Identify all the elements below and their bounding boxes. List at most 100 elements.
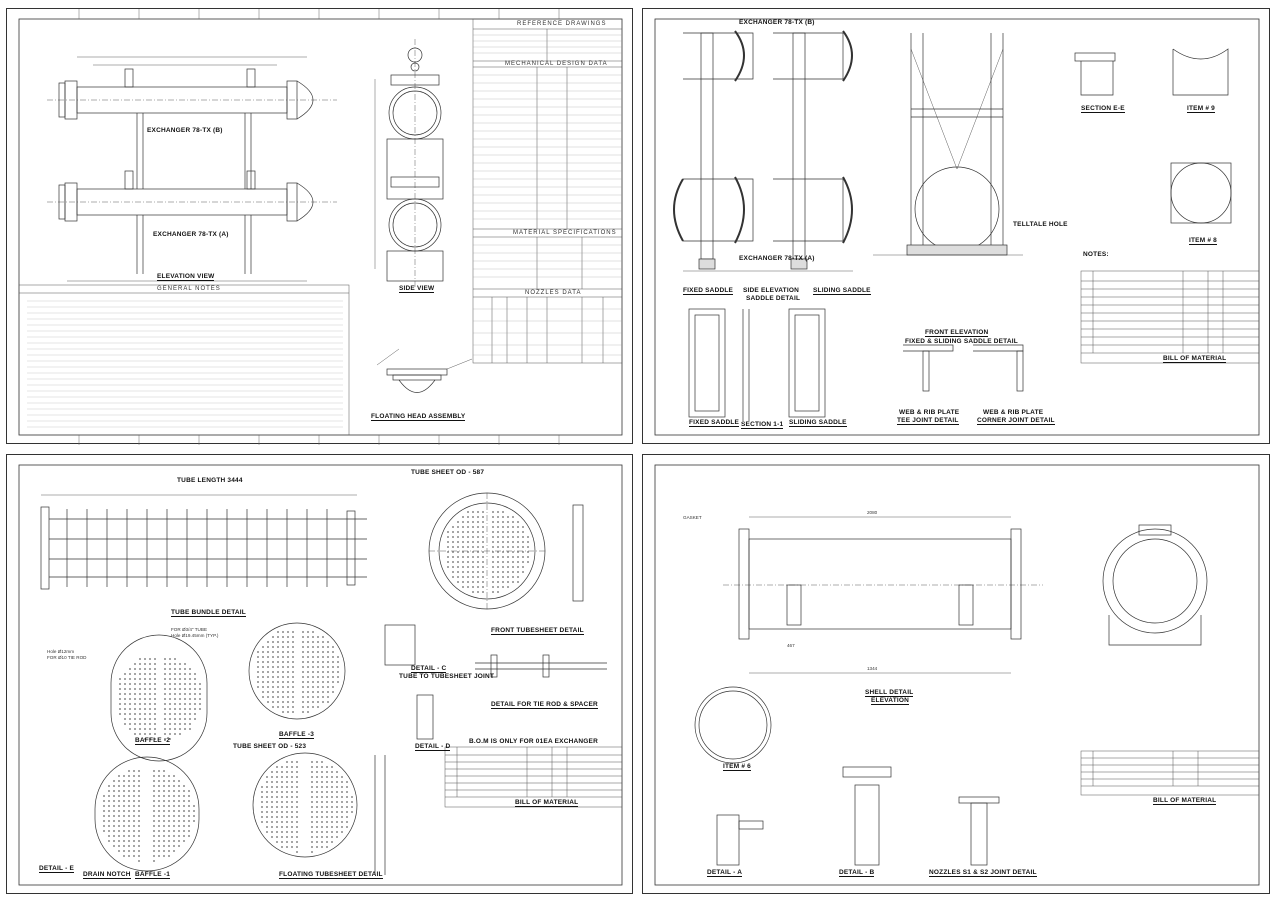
tube-hole-dot	[173, 810, 175, 812]
tube-hole-dot	[123, 850, 125, 852]
tube-hole-dot	[123, 780, 125, 782]
label-web-rib-tee: WEB & RIB PLATE	[899, 409, 960, 416]
tube-hole-dot	[302, 671, 304, 673]
tube-hole-dot	[292, 706, 294, 708]
tube-hole-dot	[188, 830, 190, 832]
tube-hole-dot	[311, 811, 313, 813]
tube-hole-dot	[178, 830, 180, 832]
tube-hole-dot	[452, 561, 454, 563]
tube-hole-dot	[164, 738, 166, 740]
tube-hole-dot	[189, 718, 191, 720]
tube-hole-dot	[462, 566, 464, 568]
label-for-tube: FOR Ø3/4" TUBE	[171, 627, 208, 632]
tube-hole-dot	[163, 820, 165, 822]
tube-hole-dot	[507, 531, 509, 533]
tube-hole-dot	[497, 511, 499, 513]
tube-hole-dot	[482, 551, 484, 553]
label-s2-bill-of-material: BILL OF MATERIAL	[1163, 355, 1227, 363]
tube-hole-dot	[134, 693, 136, 695]
tube-hole-dot	[507, 536, 509, 538]
tube-hole-dot	[262, 686, 264, 688]
tube-hole-dot	[447, 541, 449, 543]
tube-hole-dot	[118, 775, 120, 777]
tube-hole-dot	[472, 516, 474, 518]
tube-hole-dot	[522, 556, 524, 558]
tube-hole-dot	[158, 840, 160, 842]
tube-hole-dot	[337, 671, 339, 673]
tube-hole-dot	[281, 841, 283, 843]
tube-hole-dot	[149, 733, 151, 735]
tube-hole-dot	[163, 775, 165, 777]
tube-hole-dot	[158, 850, 160, 852]
tube-hole-dot	[194, 673, 196, 675]
tube-hole-dot	[282, 646, 284, 648]
tube-hole-dot	[276, 801, 278, 803]
tube-hole-dot	[296, 786, 298, 788]
tube-hole-dot	[276, 791, 278, 793]
tube-hole-dot	[118, 850, 120, 852]
tube-hole-dot	[332, 646, 334, 648]
tube-hole-dot	[507, 521, 509, 523]
tube-hole-dot	[517, 526, 519, 528]
tube-hole-dot	[271, 801, 273, 803]
tube-hole-dot	[467, 561, 469, 563]
tube-hole-dot	[331, 821, 333, 823]
drawing-sheet-tube-bundle: TUBE LENGTH 3444 TUBE SHEET OD - 587 TUB…	[6, 454, 633, 894]
tube-hole-dot	[129, 678, 131, 680]
tube-hole-dot	[108, 795, 110, 797]
tube-hole-dot	[287, 656, 289, 658]
tube-hole-dot	[188, 810, 190, 812]
tube-hole-dot	[291, 776, 293, 778]
label-detail-c: DETAIL - C	[411, 665, 447, 673]
label-front-elevation: FRONT ELEVATION	[925, 329, 989, 337]
tube-hole-dot	[178, 825, 180, 827]
tube-hole-dot	[332, 656, 334, 658]
tube-hole-dot	[492, 576, 494, 578]
tube-hole-dot	[282, 706, 284, 708]
tube-hole-dot	[128, 835, 130, 837]
label-tie-rod: FOR Ø10 TIE ROD	[47, 655, 87, 660]
tube-hole-dot	[144, 728, 146, 730]
tube-hole-dot	[346, 816, 348, 818]
tube-hole-dot	[139, 668, 141, 670]
tube-hole-dot	[266, 821, 268, 823]
tube-hole-dot	[346, 811, 348, 813]
tube-hole-dot	[462, 586, 464, 588]
tube-hole-dot	[118, 820, 120, 822]
tube-hole-dot	[183, 810, 185, 812]
tube-hole-dot	[282, 631, 284, 633]
tube-hole-dot	[322, 641, 324, 643]
tube-hole-dot	[282, 701, 284, 703]
tube-hole-dot	[179, 668, 181, 670]
item-6-drawing	[694, 686, 772, 764]
tube-hole-dot	[472, 591, 474, 593]
tube-hole-dot	[322, 656, 324, 658]
tube-hole-dot	[522, 561, 524, 563]
tube-hole-dot	[168, 775, 170, 777]
tube-hole-dot	[317, 676, 319, 678]
tube-hole-dot	[292, 691, 294, 693]
tube-hole-dot	[302, 701, 304, 703]
tube-hole-dot	[502, 546, 504, 548]
tube-hole-dot	[322, 676, 324, 678]
tube-hole-dot	[149, 738, 151, 740]
tube-hole-dot	[129, 693, 131, 695]
tube-hole-dot	[153, 815, 155, 817]
tube-hole-dot	[326, 816, 328, 818]
tube-hole-dot	[129, 673, 131, 675]
tube-hole-dot	[118, 825, 120, 827]
tube-hole-dot	[522, 531, 524, 533]
tube-hole-dot	[123, 820, 125, 822]
tube-hole-dot	[272, 701, 274, 703]
tube-hole-dot	[346, 801, 348, 803]
tube-hole-dot	[302, 666, 304, 668]
tube-hole-dot	[158, 825, 160, 827]
tube-hole-dot	[281, 796, 283, 798]
label-fixed-saddle: FIXED SADDLE	[683, 287, 734, 295]
tube-hole-dot	[184, 723, 186, 725]
tube-hole-dot	[522, 541, 524, 543]
table-title-reference: REFERENCE DRAWINGS	[517, 21, 607, 27]
tube-hole-dot	[492, 541, 494, 543]
label-front-elevation-sub: FIXED & SLIDING SADDLE DETAIL	[905, 338, 1018, 345]
tube-hole-dot	[457, 566, 459, 568]
